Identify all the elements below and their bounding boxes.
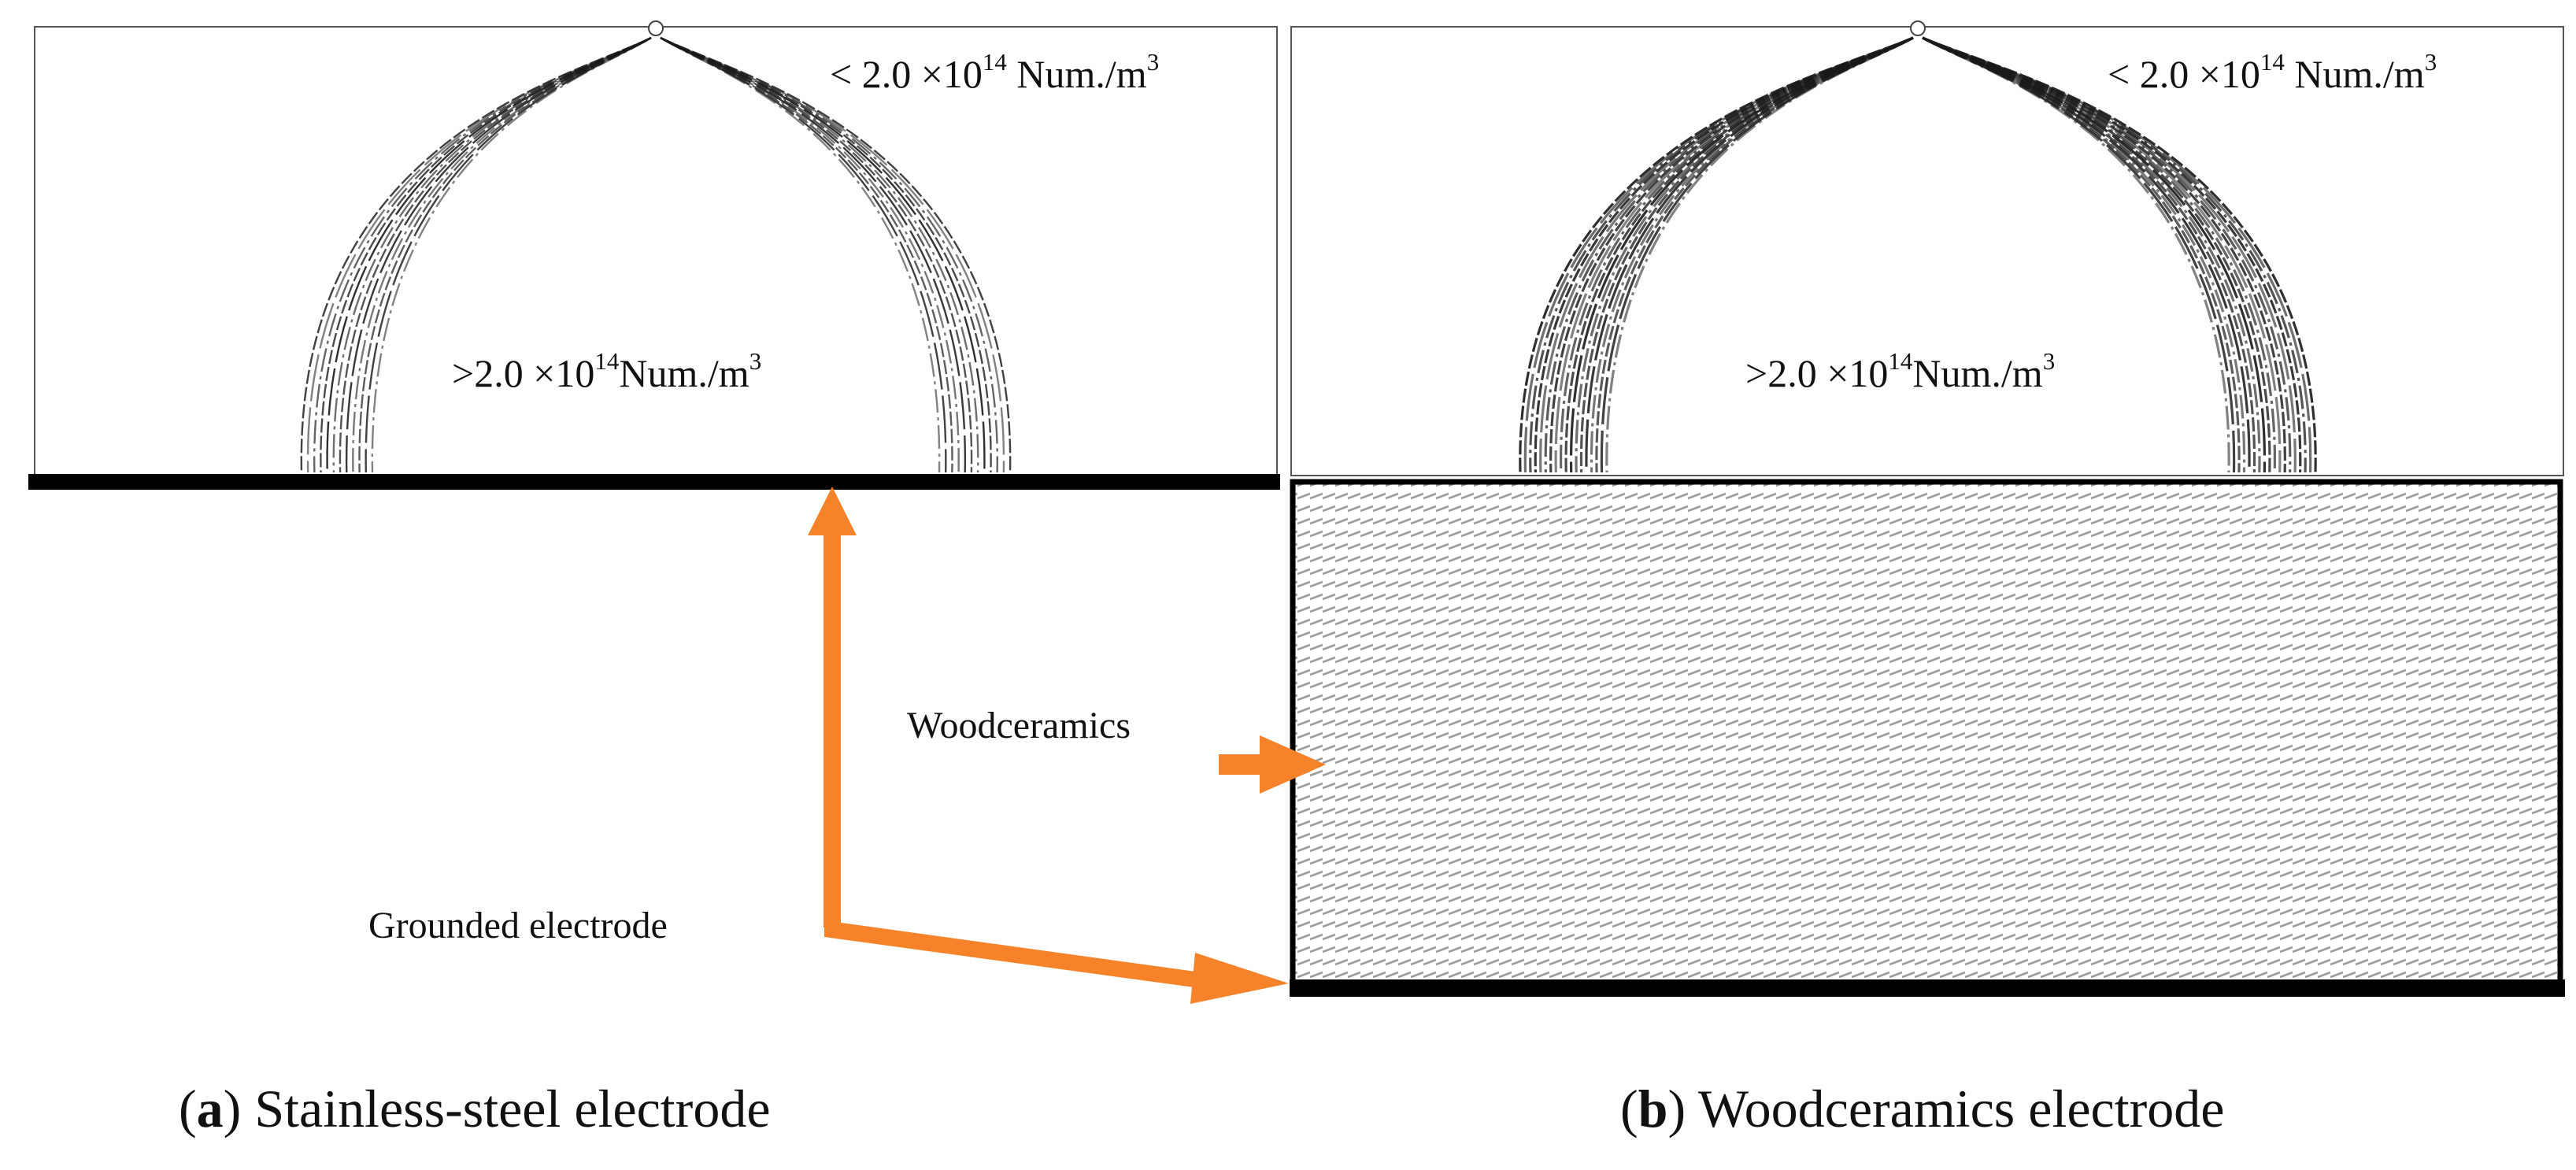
base: 10 bbox=[942, 52, 983, 96]
panel-b-domain-frame bbox=[1290, 26, 2564, 476]
arrow-to-electrode-b-head bbox=[1190, 953, 1289, 1004]
unit: Num./m bbox=[619, 351, 749, 395]
streamer-arc bbox=[300, 36, 652, 473]
streamer-arc bbox=[1519, 36, 1914, 473]
times-sign: × bbox=[2198, 52, 2221, 96]
streamer-arc bbox=[1922, 36, 2317, 473]
arrow-to-electrode-a bbox=[808, 487, 857, 535]
panel-b-needle-tip bbox=[1910, 20, 1926, 36]
annotation-arrows bbox=[808, 487, 1326, 1004]
woodceramics-arrow-head bbox=[1260, 735, 1326, 794]
caption-a-letter: a bbox=[196, 1079, 224, 1139]
panel-a bbox=[28, 20, 1280, 490]
streamer-arc bbox=[313, 36, 652, 473]
unit: Num./m bbox=[1912, 351, 2043, 395]
panel-b-label-low-density: < 2.0 ×1014 Num./m3 bbox=[2108, 50, 2437, 94]
caption-a-text: Stainless-steel electrode bbox=[241, 1079, 771, 1139]
caption-b-text: Woodceramics electrode bbox=[1686, 1079, 2225, 1139]
exponent: 14 bbox=[2260, 48, 2285, 76]
times-sign: × bbox=[920, 52, 943, 96]
base: 10 bbox=[555, 351, 595, 395]
panel-b-label-high-density: >2.0 ×1014Num./m3 bbox=[1745, 349, 2055, 393]
unit-exponent: 3 bbox=[2042, 347, 2056, 375]
woodceramics-label: Woodceramics bbox=[907, 705, 1131, 746]
prefix: < 2.0 bbox=[2108, 52, 2189, 96]
prefix: >2.0 bbox=[1745, 351, 1817, 395]
caption-a: (a) Stainless-steel electrode bbox=[179, 1079, 771, 1139]
woodceramics-arrow-shaft bbox=[1219, 754, 1261, 775]
times-sign: × bbox=[533, 351, 556, 395]
streamer-arc bbox=[1554, 36, 1914, 473]
exponent: 14 bbox=[982, 48, 1007, 76]
streamer-arc bbox=[306, 36, 652, 473]
unit-exponent: 3 bbox=[749, 347, 762, 375]
streamer-arc bbox=[660, 36, 1012, 473]
exponent: 14 bbox=[1888, 347, 1913, 375]
arrow-to-electrode-b-shaft bbox=[824, 920, 1207, 989]
unit: Num./m bbox=[2294, 52, 2425, 96]
grounded-electrode-label: Grounded electrode bbox=[368, 905, 668, 946]
base: 10 bbox=[1849, 351, 1889, 395]
panel-b-streamer-arcs bbox=[1519, 36, 2317, 473]
prefix: < 2.0 bbox=[830, 52, 912, 96]
streamer-arc bbox=[660, 36, 998, 473]
caption-b-letter: b bbox=[1638, 1079, 1668, 1139]
panel-a-streamer-arcs bbox=[300, 36, 1012, 473]
streamer-arc bbox=[1922, 36, 2266, 473]
caption-b: (b) Woodceramics electrode bbox=[1620, 1079, 2225, 1139]
panel-b-grounded-electrode bbox=[1290, 979, 2565, 997]
streamer-arc bbox=[1570, 36, 1914, 473]
streamer-arc bbox=[1564, 36, 1914, 473]
streamer-arc bbox=[1922, 36, 2282, 473]
woodceramics-slab bbox=[1290, 479, 2563, 989]
panel-a-grounded-electrode bbox=[28, 474, 1280, 490]
panel-a-label-high-density: >2.0 ×1014Num./m3 bbox=[452, 349, 761, 393]
times-sign: × bbox=[1827, 351, 1849, 395]
streamer-arc bbox=[660, 36, 1005, 473]
streamer-arc bbox=[1585, 36, 1914, 473]
unit-exponent: 3 bbox=[2424, 48, 2437, 76]
panel-a-label-low-density: < 2.0 ×1014 Num./m3 bbox=[830, 50, 1159, 94]
base: 10 bbox=[2220, 52, 2260, 96]
unit-exponent: 3 bbox=[1146, 48, 1160, 76]
exponent: 14 bbox=[594, 347, 620, 375]
streamer-arc bbox=[1922, 36, 2271, 473]
panel-a-domain-frame bbox=[34, 26, 1278, 476]
panel-b bbox=[1290, 20, 2565, 997]
streamer-arc bbox=[660, 36, 986, 473]
unit: Num./m bbox=[1016, 52, 1147, 96]
prefix: >2.0 bbox=[452, 351, 524, 395]
panel-a-needle-tip bbox=[648, 20, 664, 36]
streamer-arc bbox=[1922, 36, 2251, 473]
streamer-arc bbox=[326, 36, 652, 473]
